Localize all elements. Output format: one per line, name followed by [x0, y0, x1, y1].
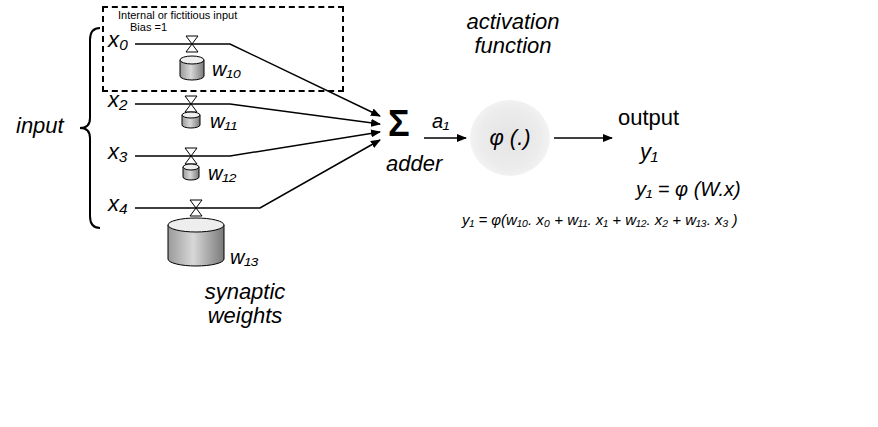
output-equation: y₁ = φ (W.x)	[636, 178, 741, 200]
sum-symbol: Σ	[388, 104, 410, 144]
weight-symbol: w₁₃	[230, 246, 259, 268]
adder-label: adder	[386, 152, 442, 176]
input-symbol: x₄	[108, 192, 128, 216]
group-heading: Internal or fictitious input	[118, 9, 237, 21]
input-symbol: x₂	[108, 88, 127, 112]
activation-circle: φ (.)	[470, 100, 550, 176]
signal-name: a₁	[432, 110, 449, 132]
input-symbol: x₃	[108, 140, 128, 164]
weights-caption: synaptic weights	[180, 280, 310, 328]
input-brace	[80, 28, 100, 228]
output-formula: y₁ = φ(w₁₀. x₀ + w₁₁. x₁ + w₁₂. x₂ + w₁₃…	[462, 212, 738, 229]
output-symbol: y₁	[640, 140, 658, 164]
activation-label: activation function	[448, 10, 578, 58]
input-label: input	[16, 114, 64, 138]
bias-value: Bias =1	[130, 21, 167, 33]
weight-symbol: w₁₁	[210, 110, 237, 132]
weight-symbol: w₁₀	[212, 58, 241, 80]
input-symbol: x₀	[108, 28, 128, 52]
activation-symbol: φ (.)	[489, 126, 530, 150]
bias-group: Internal or fictitious inputBias =1x₀ w₁₀	[102, 6, 344, 92]
input-wires	[135, 44, 612, 208]
output-label: output	[618, 106, 679, 130]
weight-symbol: w₁₂	[208, 162, 236, 184]
